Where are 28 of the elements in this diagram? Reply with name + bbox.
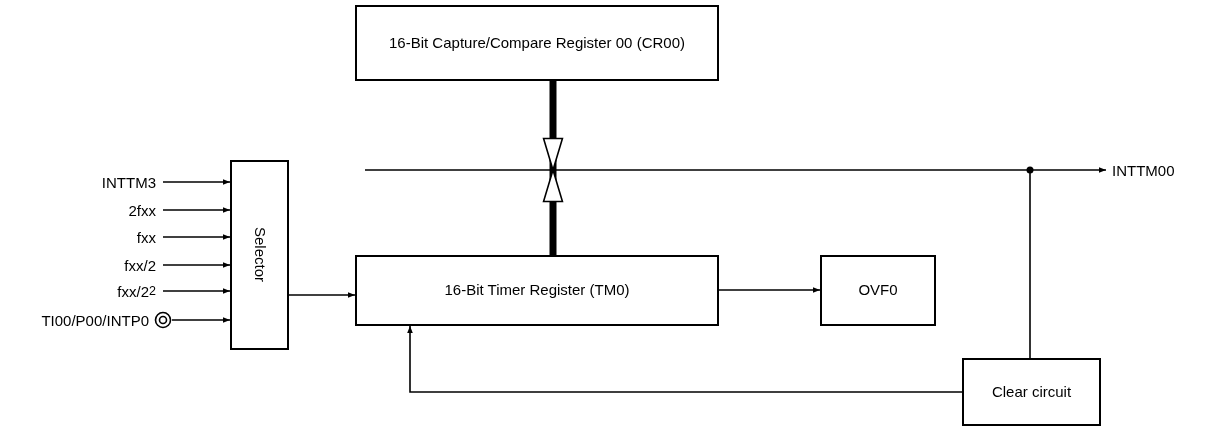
data-bus-arrow (542, 81, 564, 171)
arrow (162, 179, 231, 185)
block-label: OVF0 (858, 280, 898, 301)
overflow-flag-box (820, 255, 936, 326)
arrow (718, 287, 821, 293)
data-bus-arrow (542, 169, 564, 255)
signal-label: fxx (60, 227, 163, 247)
signal-label: INTTM3 (60, 172, 163, 192)
arrow (162, 207, 231, 213)
signal-label: TI00/P00/INTP0 (41, 311, 149, 329)
selector-box (230, 160, 289, 350)
signal-label: INTTM00 (1112, 160, 1208, 180)
arrow (288, 292, 356, 298)
register-box (355, 5, 719, 81)
arrow (407, 325, 963, 393)
arrow (171, 317, 231, 323)
block-label: 16-Bit Capture/Compare Register 00 (CR00) (389, 32, 685, 53)
signal-label: fxx/2 (60, 255, 163, 275)
block-label: Clear circuit (991, 381, 1072, 402)
signal-label: 2fxx (60, 200, 163, 220)
clear-circuit-box (962, 358, 1101, 426)
arrow (1029, 167, 1107, 173)
block-label: 16-Bit Timer Register (TM0) (444, 280, 630, 301)
register-box (355, 255, 719, 326)
block-label: Selector (250, 227, 270, 283)
arrow (162, 262, 231, 268)
arrow (162, 234, 231, 240)
arrow (162, 288, 231, 294)
